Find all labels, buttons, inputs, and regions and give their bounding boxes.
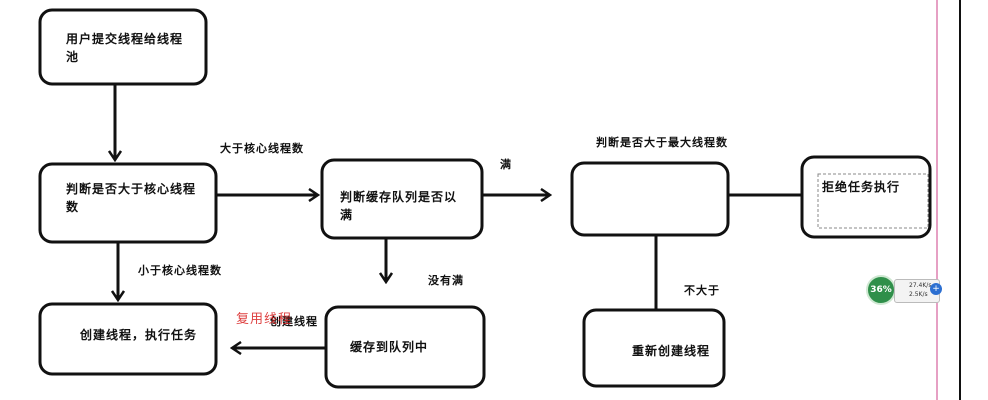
- node-core-check-box: [38, 162, 218, 244]
- node-submit-label: 用户提交线程给线程池: [66, 32, 184, 64]
- right-edge-line: [959, 0, 961, 400]
- reuse-thread-overlay: 复用线程: [236, 312, 293, 327]
- edge-label-not-greater: 不大于: [684, 284, 720, 297]
- right-margin-line: [936, 0, 938, 400]
- cpu-percent-badge: 36%: [866, 275, 896, 305]
- download-speed: 2.5K/s: [909, 291, 928, 298]
- selection-frame: [817, 173, 929, 229]
- node-create-run-box: [38, 302, 218, 376]
- node-queue-check-box: [320, 158, 484, 240]
- node-recreate-box: [582, 308, 726, 388]
- upload-speed: 27.4K/s: [909, 282, 932, 289]
- node-create-run-label: 创建线程，执行任务: [80, 328, 198, 342]
- edge-label-not-full: 没有满: [428, 274, 464, 287]
- node-core-check-label: 判断是否大于核心线程数: [66, 182, 197, 214]
- node-submit-box: [38, 8, 208, 86]
- node-reject-box: [800, 155, 932, 239]
- node-queue-check-label: 判断缓存队列是否以满: [340, 190, 458, 222]
- edge-label-full: 满: [500, 158, 512, 171]
- node-max-check-box: [570, 161, 730, 237]
- node-recreate-label: 重新创建线程: [632, 344, 711, 358]
- edge-label-max-question: 判断是否大于最大线程数: [596, 136, 728, 149]
- edge-label-greater-core: 大于核心线程数: [220, 142, 304, 155]
- node-queue-store-label: 缓存到队列中: [350, 340, 429, 354]
- edge-label-less-core: 小于核心线程数: [138, 264, 222, 277]
- edge-label-create-thread: 创建线程: [270, 315, 318, 328]
- node-reject-label: 拒绝任务执行: [822, 180, 901, 194]
- plus-icon[interactable]: +: [930, 283, 942, 295]
- network-speed-widget[interactable]: 36% 27.4K/s 2.5K/s +: [864, 273, 944, 305]
